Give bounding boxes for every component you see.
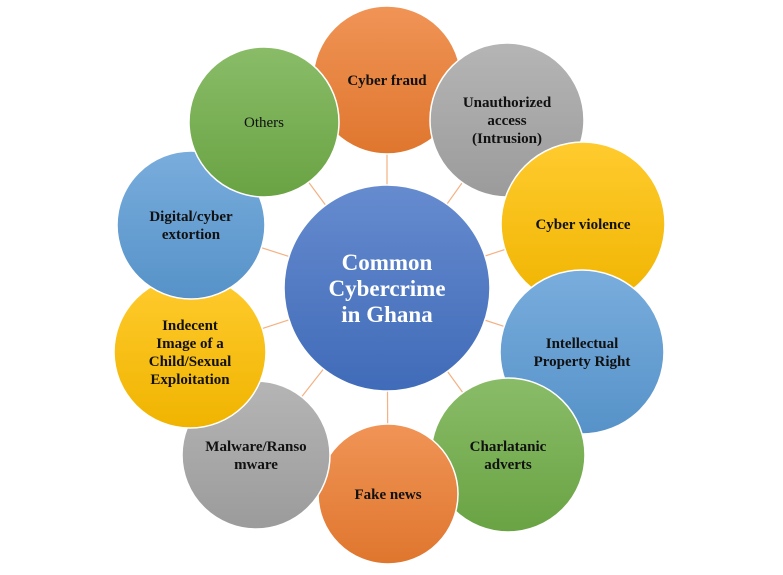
connector-indecent-image [260, 318, 292, 330]
center-label: Common [342, 250, 433, 275]
node-label-charlatanic-adverts: Charlatanic [470, 439, 547, 455]
connectors [259, 152, 508, 427]
node-others: Others [188, 46, 340, 198]
node-label-digital-extortion: Digital/cyber [149, 209, 233, 225]
node-label-unauthorized-access: access [487, 113, 526, 129]
connector-unauthorized-access [445, 180, 464, 207]
connector-digital-extortion [259, 246, 292, 258]
node-label-indecent-image: Exploitation [150, 372, 230, 388]
connector-malware-ransomware [299, 367, 326, 399]
node-label-unauthorized-access: (Intrusion) [472, 131, 542, 147]
node-fake-news: Fake news [317, 423, 459, 565]
node-label-indecent-image: Child/Sexual [149, 354, 232, 370]
connector-others [306, 180, 328, 208]
node-label-cyber-violence: Cyber violence [535, 217, 630, 233]
node-label-indecent-image: Indecent [162, 318, 218, 334]
node-label-charlatanic-adverts: adverts [484, 457, 532, 473]
node-circle-others [188, 46, 340, 198]
node-label-fake-news: Fake news [354, 487, 421, 503]
node-label-malware-ransomware: mware [234, 457, 278, 473]
node-label-cyber-fraud: Cyber fraud [347, 73, 427, 89]
node-label-others: Others [244, 115, 284, 131]
connector-cyber-violence [482, 248, 508, 258]
node-label-intellectual-property: Intellectual [546, 336, 619, 352]
connector-intellectual-property [482, 318, 507, 328]
center-circle [283, 184, 491, 392]
node-label-unauthorized-access: Unauthorized [463, 95, 552, 111]
node-cyber-violence: Cyber violence [500, 141, 666, 307]
center-label: Cybercrime [328, 276, 445, 301]
node-label-indecent-image: Image of a [156, 336, 224, 352]
center-label: in Ghana [341, 302, 433, 327]
node-charlatanic-adverts: Charlatanic adverts [430, 377, 586, 533]
node-cyber-fraud: Cyber fraud [312, 5, 462, 155]
node-label-digital-extortion: extortion [162, 227, 221, 243]
node-label-intellectual-property: Property Right [534, 354, 631, 370]
node-label-malware-ransomware: Malware/Ranso [205, 439, 306, 455]
connector-charlatanic-adverts [445, 369, 465, 395]
